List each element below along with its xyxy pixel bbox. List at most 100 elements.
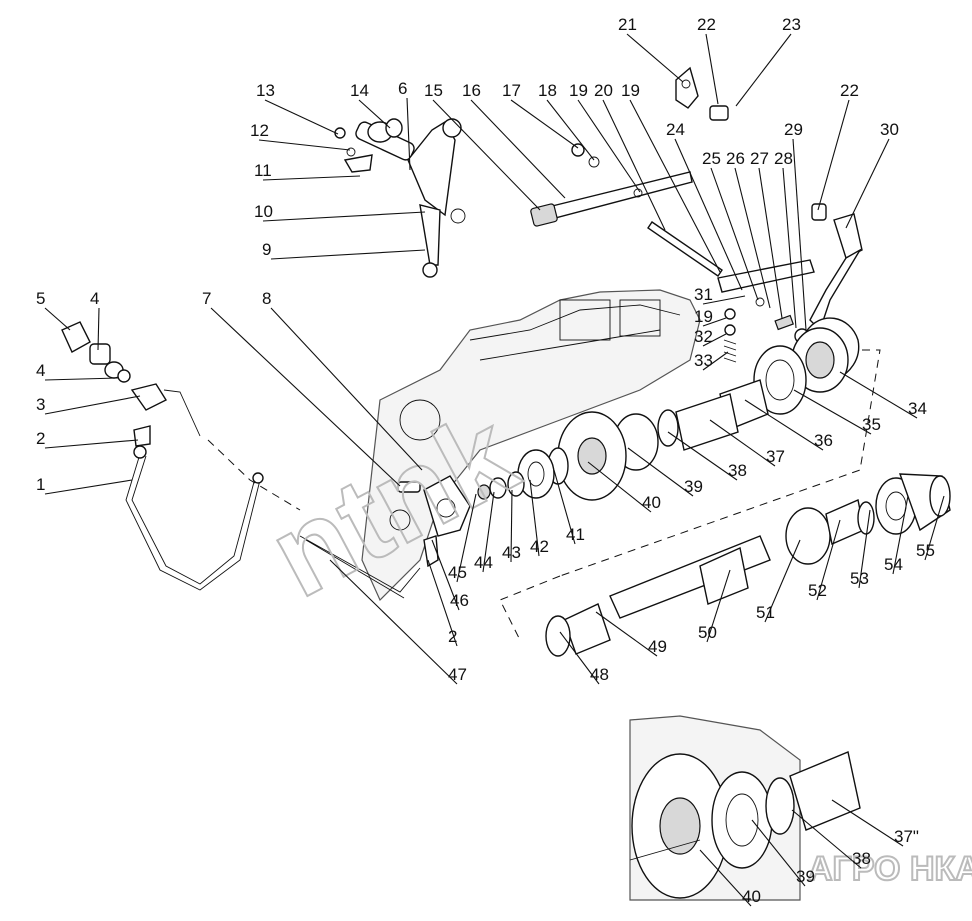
callout-c7: 7 <box>202 289 211 308</box>
callout-c34: 34 <box>908 399 927 418</box>
callout-c37: 37 <box>766 447 785 466</box>
callout-c40: 40 <box>642 493 661 512</box>
leader-c38i <box>791 809 862 869</box>
watermark-logo: АГРО НКА <box>808 850 972 888</box>
callout-c5: 5 <box>36 289 45 308</box>
leader-c29 <box>792 138 807 331</box>
callout-c39i: 39 <box>796 867 815 886</box>
leader-c2b <box>427 559 458 647</box>
leader-c32 <box>702 333 727 347</box>
leader-c6 <box>406 97 411 171</box>
transmission-housing <box>361 289 701 602</box>
callout-c2b: 2 <box>448 627 457 646</box>
callout-c22b: 22 <box>840 81 859 100</box>
callout-c13: 13 <box>256 81 275 100</box>
callout-c35: 35 <box>862 415 881 434</box>
leader-c21 <box>626 33 684 83</box>
callout-c31: 31 <box>694 285 713 304</box>
leader-c33 <box>702 351 729 371</box>
leader-c27 <box>758 167 783 319</box>
leader-c19b <box>629 99 721 273</box>
leader-c44 <box>482 491 495 573</box>
callout-c48: 48 <box>590 665 609 684</box>
callout-c4b: 4 <box>36 361 45 380</box>
callout-c26: 26 <box>726 149 745 168</box>
callout-c38: 38 <box>728 461 747 480</box>
leader-c9 <box>270 249 426 260</box>
shift-lever-assembly <box>334 118 466 278</box>
callout-c55: 55 <box>916 541 935 560</box>
callout-c2a: 2 <box>36 429 45 448</box>
leader-c17 <box>510 99 579 149</box>
leader-c40 <box>587 461 652 513</box>
callout-c27: 27 <box>750 149 769 168</box>
callout-c46: 46 <box>450 591 469 610</box>
leader-c8 <box>270 307 423 471</box>
callout-c41: 41 <box>566 525 585 544</box>
leader-c34 <box>839 371 918 419</box>
leader-c54 <box>892 495 909 575</box>
callout-c6: 6 <box>398 79 407 98</box>
callout-c51: 51 <box>756 603 775 622</box>
callout-c44: 44 <box>474 553 493 572</box>
callout-c10: 10 <box>254 202 273 221</box>
leader-c13 <box>264 99 339 135</box>
oil-pipe-assembly <box>61 321 264 591</box>
leader-c24 <box>674 138 743 291</box>
callout-c4a: 4 <box>90 289 99 308</box>
callout-c45: 45 <box>448 563 467 582</box>
leader-c4b <box>44 377 119 381</box>
callout-c19b: 19 <box>621 81 640 100</box>
leader-c41 <box>553 469 576 545</box>
callout-c19c: 19 <box>694 307 713 326</box>
callout-c43: 43 <box>502 543 521 562</box>
leader-c20 <box>602 99 666 231</box>
leader-c19c <box>702 317 727 327</box>
leader-c39i <box>751 819 806 887</box>
callout-c39: 39 <box>684 477 703 496</box>
leader-c25 <box>710 167 759 301</box>
leader-c39 <box>627 447 694 497</box>
callout-c21: 21 <box>618 15 637 34</box>
leader-c26 <box>734 167 771 309</box>
callout-c28: 28 <box>774 149 793 168</box>
callout-c19a: 19 <box>569 81 588 100</box>
leader-c15 <box>432 99 541 211</box>
callout-c16: 16 <box>462 81 481 100</box>
callout-c14: 14 <box>350 81 369 100</box>
callout-c40i: 40 <box>742 887 761 906</box>
callout-c54: 54 <box>884 555 903 574</box>
leader-c40i <box>699 849 752 907</box>
leader-c53 <box>858 509 871 589</box>
callout-c24: 24 <box>666 120 685 139</box>
callout-c9: 9 <box>262 240 271 259</box>
leader-c47 <box>329 559 458 685</box>
leader-c30 <box>845 138 890 229</box>
leader-c52 <box>816 519 841 601</box>
callout-c52: 52 <box>808 581 827 600</box>
callout-c23: 23 <box>782 15 801 34</box>
leader-c12 <box>258 139 351 151</box>
callout-c8: 8 <box>262 289 271 308</box>
leader-c49 <box>595 611 658 657</box>
callout-c17: 17 <box>502 81 521 100</box>
callout-c12: 12 <box>250 121 269 140</box>
leader-c3 <box>44 395 141 415</box>
leader-c23 <box>735 33 792 107</box>
assembly-dashed-lines <box>207 349 881 641</box>
leader-c45 <box>456 493 477 583</box>
leader-c36 <box>744 399 824 451</box>
leader-c42 <box>529 479 540 557</box>
callout-c42: 42 <box>530 537 549 556</box>
callout-c18: 18 <box>538 81 557 100</box>
callout-c22a: 22 <box>697 15 716 34</box>
leader-c19a <box>577 99 641 193</box>
leader-c43 <box>510 489 513 563</box>
leader-c2a <box>44 439 139 449</box>
callout-c33: 33 <box>694 351 713 370</box>
leader-c31 <box>702 295 746 305</box>
leader-c11 <box>262 175 361 181</box>
callout-c37i: 37" <box>894 827 919 846</box>
